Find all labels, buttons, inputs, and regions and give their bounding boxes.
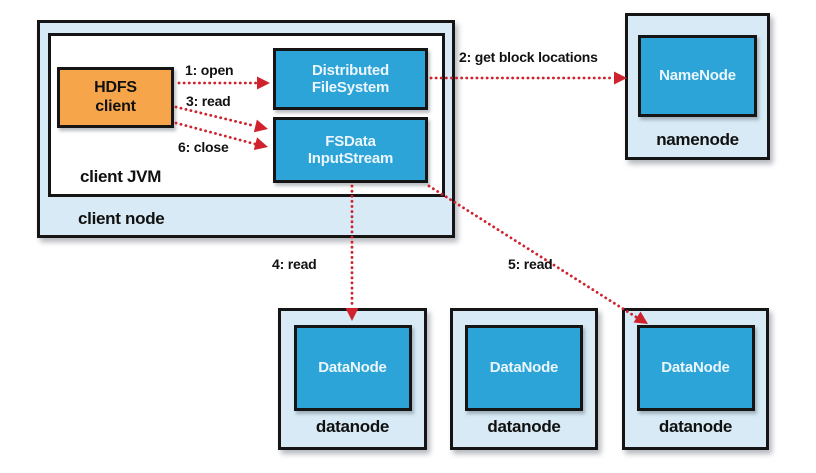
distributed-filesystem-label-line2: FileSystem — [311, 79, 390, 96]
client-node-label: client node — [78, 209, 165, 228]
arrow-get-block-locations-label: 2: get block locations — [459, 49, 598, 65]
datanode-box: DataNode — [636, 325, 755, 411]
datanode-box: DataNode — [465, 325, 583, 411]
distributed-filesystem-box: Distributed FileSystem — [273, 48, 428, 110]
datanode-box-label: DataNode — [489, 359, 559, 377]
hdfs-client-label-line1: HDFS — [94, 79, 137, 97]
hdfs-client-label-line2: client — [95, 97, 136, 115]
namenode-box-label: NameNode — [659, 67, 736, 85]
datanode-box-label: DataNode — [661, 359, 730, 377]
fsdata-inputstream-label-line2: InputStream — [307, 150, 394, 167]
fsdata-inputstream-label-line1: FSData — [325, 132, 376, 150]
arrow-read-5-label: 5: read — [508, 256, 553, 272]
namenode-container: NameNode namenode — [625, 13, 770, 160]
arrow-close-label: 6: close — [178, 139, 229, 155]
distributed-filesystem-label-line1: Distributed — [312, 61, 389, 79]
datanode-container-3: DataNode datanode — [622, 308, 769, 450]
hdfs-client-box: HDFS client — [57, 67, 174, 128]
datanode-container-1: DataNode datanode — [278, 308, 427, 450]
client-node-container: HDFS client Distributed FileSystem FSDat… — [37, 20, 455, 238]
namenode-label: namenode — [656, 130, 739, 149]
arrow-read-4-label: 4: read — [272, 256, 317, 272]
datanode-box: DataNode — [293, 325, 412, 411]
datanode-box-label: DataNode — [318, 359, 387, 377]
datanode-label: datanode — [487, 417, 561, 436]
client-jvm-label: client JVM — [80, 167, 162, 186]
datanode-label: datanode — [658, 417, 733, 436]
arrow-read-5-line — [427, 184, 638, 319]
fsdata-inputstream-box: FSData InputStream — [273, 117, 428, 183]
arrow-open-label: 1: open — [185, 62, 234, 78]
namenode-box: NameNode — [638, 35, 757, 117]
client-jvm-box: HDFS client Distributed FileSystem FSDat… — [48, 33, 445, 197]
datanode-label: datanode — [315, 417, 390, 436]
datanode-container-2: DataNode datanode — [450, 308, 598, 450]
arrow-read-3-label: 3: read — [186, 93, 231, 109]
